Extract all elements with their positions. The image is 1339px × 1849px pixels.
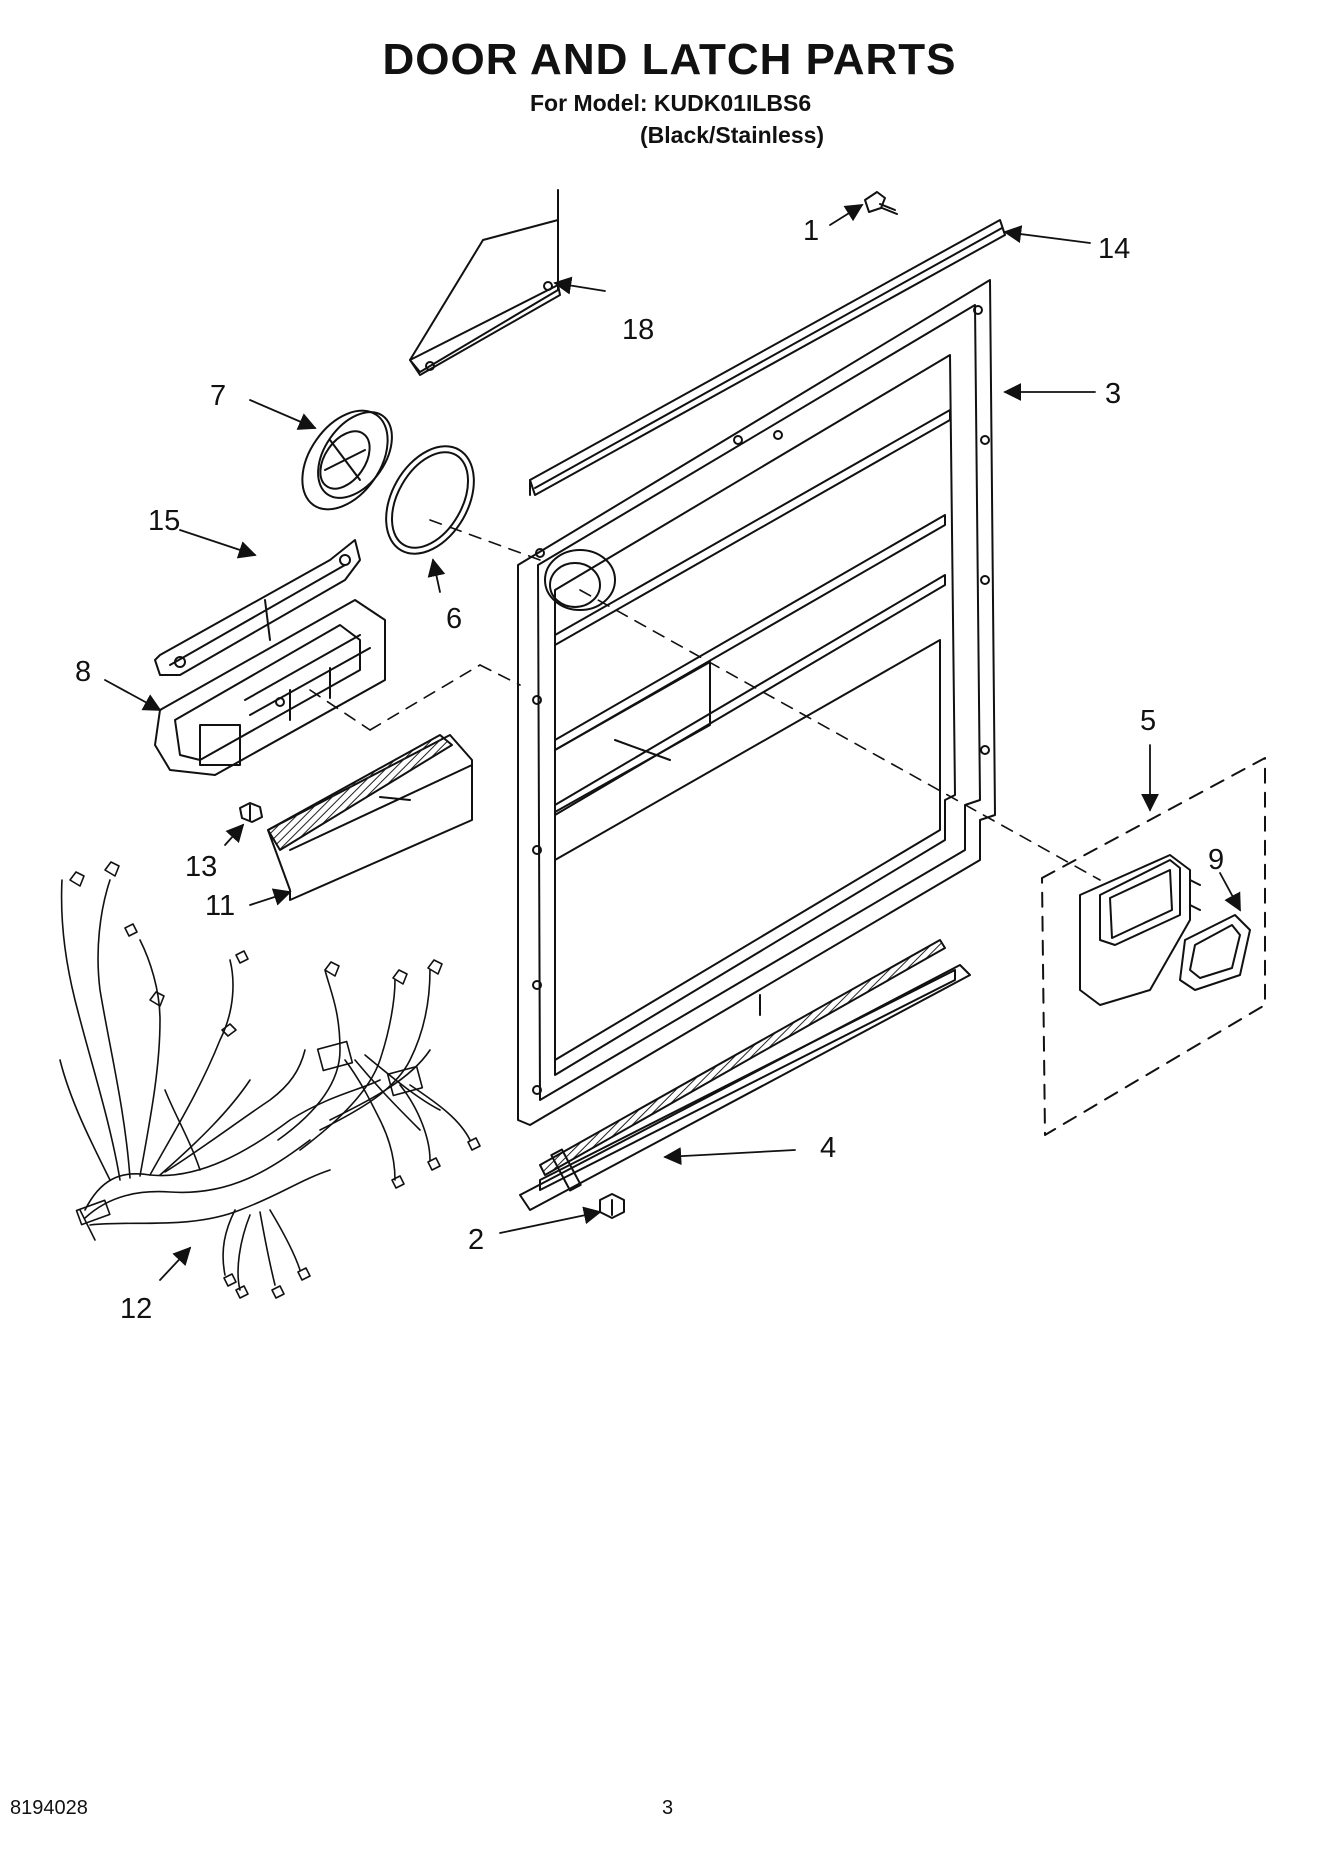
- variant-line: (Black/Stainless): [640, 122, 825, 148]
- screw-part-top: [864, 191, 898, 215]
- insulation-panel: [267, 734, 473, 901]
- callout-12: 12: [120, 1293, 152, 1325]
- latch-assembly: [154, 599, 386, 776]
- callout-3: 3: [1105, 378, 1121, 410]
- callout-6: 6: [446, 603, 462, 635]
- callout-13: 13: [185, 851, 217, 883]
- vent-cover: [301, 409, 393, 511]
- screw-part-bottom: [599, 1193, 625, 1219]
- top-trim-strip: [529, 219, 1006, 496]
- gasket-ring: [385, 445, 475, 555]
- callout-8: 8: [75, 656, 91, 688]
- vent-assembly-box: [1041, 757, 1266, 1136]
- callout-18: 18: [622, 314, 654, 346]
- callout-15: 15: [148, 505, 180, 537]
- model-line: For Model: KUDK01ILBS6: [530, 90, 812, 116]
- wire-harness: [59, 861, 481, 1299]
- vent-assembly: [1079, 854, 1201, 1006]
- callout-7: 7: [210, 380, 226, 412]
- page-number: 3: [662, 1797, 674, 1819]
- callout-5: 5: [1140, 705, 1156, 737]
- callout-11: 11: [205, 890, 235, 922]
- callout-leaders: [104, 204, 1241, 1281]
- callout-4: 4: [820, 1132, 836, 1164]
- callout-9: 9: [1208, 844, 1224, 876]
- assembly-guide-lines: [309, 519, 1101, 881]
- handle-bracket: [154, 539, 361, 676]
- callout-1: 1: [803, 215, 819, 247]
- latch-screw: [239, 802, 263, 823]
- callout-14: 14: [1098, 233, 1130, 265]
- vent-gasket: [1179, 914, 1251, 991]
- door-panel: [517, 279, 996, 1126]
- callout-2: 2: [468, 1224, 484, 1256]
- page-title: DOOR AND LATCH PARTS: [382, 35, 957, 84]
- bottom-trim: [519, 939, 971, 1211]
- bracket-part: [409, 189, 561, 376]
- document-number: 8194028: [10, 1797, 88, 1819]
